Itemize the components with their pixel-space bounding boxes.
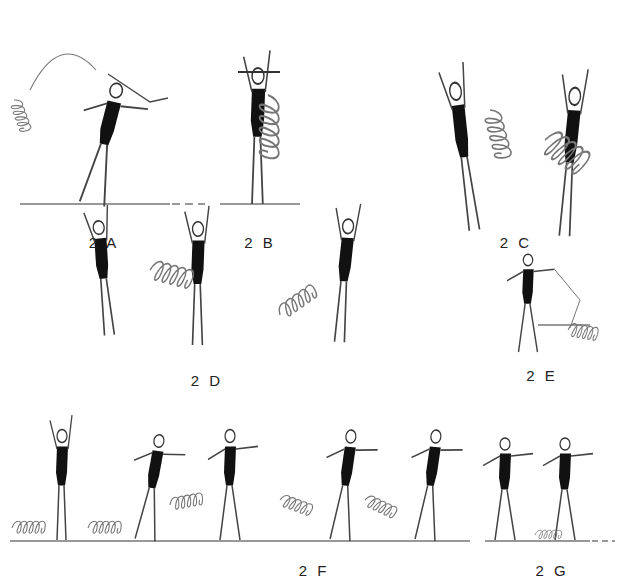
figure-2a — [9, 54, 205, 211]
figure-2f — [10, 415, 470, 544]
figure-label: 2 D — [189, 372, 225, 389]
figure-2g — [483, 438, 615, 541]
figure-2b — [220, 50, 300, 204]
figure-label: 2 E — [524, 367, 560, 384]
figure-2e — [507, 254, 599, 352]
figure-label: 2 B — [242, 234, 278, 251]
figure-label: 2 A — [87, 234, 122, 251]
figure-label: 2 G — [533, 562, 570, 579]
figure-label: 2 C — [498, 234, 534, 251]
figure-2d — [83, 202, 360, 345]
figure-label: 2 F — [297, 562, 332, 579]
figure-2c — [438, 62, 592, 237]
